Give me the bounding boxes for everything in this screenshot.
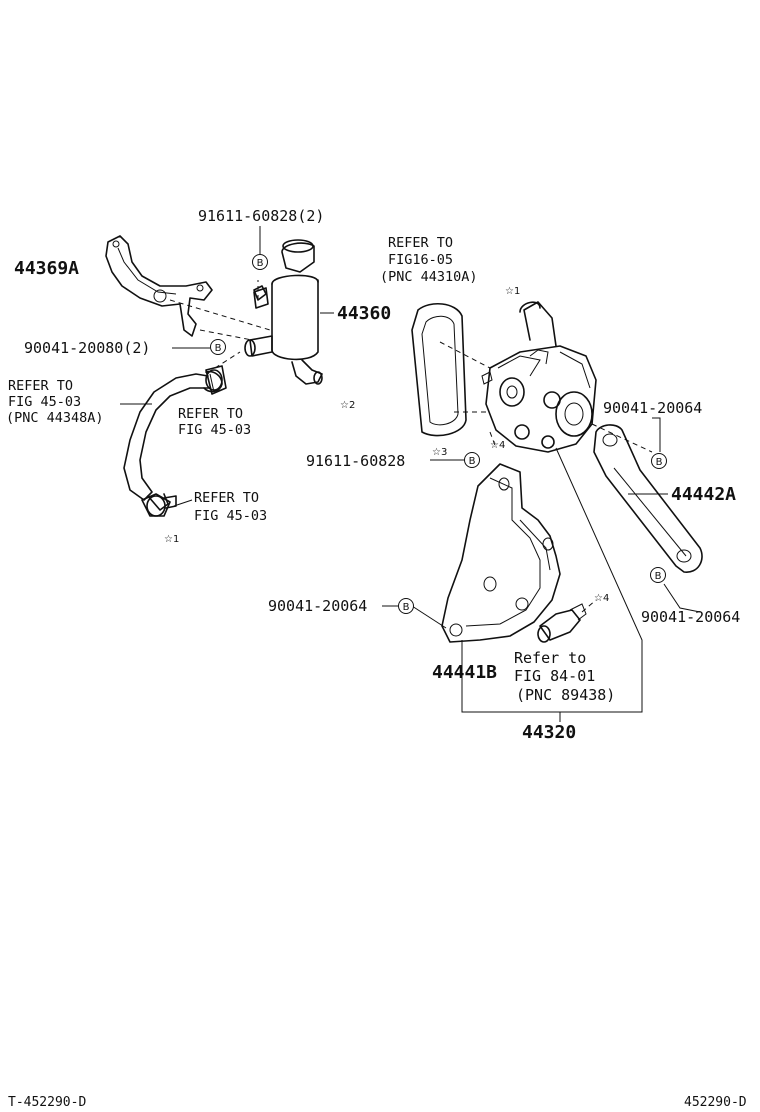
svg-text:REFER TO: REFER TO [8,378,73,394]
reservoir-tank-44360[interactable] [244,239,323,385]
svg-text:FIG 45-03: FIG 45-03 [178,422,251,438]
svg-text:B: B [257,258,264,269]
label-44320: 44320 [522,722,576,743]
svg-text:FIG 45-03: FIG 45-03 [194,508,267,524]
marker-b-6: B [650,567,666,583]
label-44369A: 44369A [14,258,79,279]
star-marker-1b: ☆1 [164,534,179,545]
star-marker-1a: ☆1 [505,286,520,297]
label-91611-60828-2: 91611-60828(2) [198,207,324,225]
marker-b-1: B [252,254,268,270]
pump-bracket-44441B[interactable] [441,463,561,643]
footer-left-code: T-452290-D [8,1095,86,1110]
reference-fig16-05: REFER TO FIG16-05 (PNC 44310A) [380,235,478,285]
label-90041-20080-2: 90041-20080(2) [24,339,150,357]
svg-text:B: B [469,456,476,467]
hose-clamp-lower [141,493,177,517]
svg-text:REFER TO: REFER TO [194,490,259,506]
reference-clamp-lower-fig45-03: REFER TO FIG 45-03 [194,490,267,524]
svg-text:B: B [655,571,662,582]
marker-b-5: B [651,453,667,469]
drive-belt [411,303,467,437]
marker-b-3: B [464,452,480,468]
hose-clamp-upper [205,365,227,395]
reference-clamp-upper-fig45-03: REFER TO FIG 45-03 [178,406,251,438]
pressure-switch-sensor [537,603,587,643]
svg-text:REFER TO: REFER TO [388,235,453,251]
svg-text:Refer to: Refer to [514,649,586,667]
svg-text:B: B [215,343,222,354]
svg-text:B: B [656,457,663,468]
svg-text:(PNC 89438): (PNC 89438) [516,686,615,704]
svg-text:REFER TO: REFER TO [178,406,243,422]
footer-right-code: 452290-D [684,1095,747,1110]
marker-b-4: B [398,598,414,614]
svg-text:(PNC 44310A): (PNC 44310A) [380,269,478,285]
svg-text:FIG16-05: FIG16-05 [388,252,453,268]
label-44441B: 44441B [432,662,497,683]
svg-text:B: B [403,602,410,613]
bolt-91611-60828-2-icon [253,285,267,301]
reservoir-bracket-44369A[interactable] [105,235,213,337]
svg-text:FIG 45-03: FIG 45-03 [8,394,81,410]
star-marker-2: ☆2 [340,400,355,411]
star-marker-4a: ☆4 [490,440,505,451]
label-44442A: 44442A [671,484,736,505]
pump-bracket-44442A[interactable] [593,424,703,573]
reference-fig84-01: Refer to FIG 84-01 (PNC 89438) [514,649,615,704]
label-90041-20064-b: 90041-20064 [268,597,367,615]
label-90041-20064-c: 90041-20064 [641,608,740,626]
label-44360: 44360 [337,303,391,324]
star-marker-3: ☆3 [432,447,447,458]
star-marker-4b: ☆4 [594,593,609,604]
svg-text:(PNC 44348A): (PNC 44348A) [6,410,104,426]
reference-hose-fig45-03: REFER TO FIG 45-03 (PNC 44348A) [6,378,104,426]
label-91611-60828: 91611-60828 [306,452,405,470]
marker-b-2: B [210,339,226,355]
label-90041-20064-a: 90041-20064 [603,399,702,417]
power-steering-pump-44320[interactable] [481,301,597,453]
svg-text:FIG 84-01: FIG 84-01 [514,667,595,685]
